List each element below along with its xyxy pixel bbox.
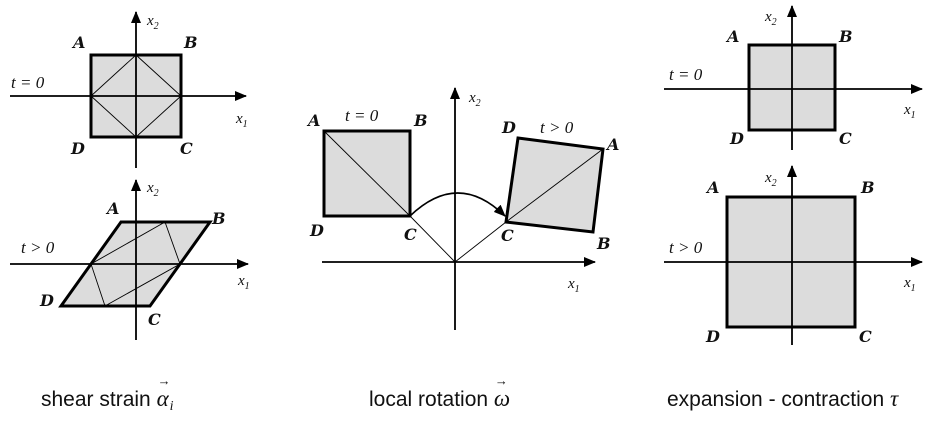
shear-top-x2-label: x2	[146, 13, 159, 32]
rotation-arc-arrow	[409, 192, 506, 217]
shear-top-label-a: A	[71, 33, 85, 52]
shear-top-panel: A B C D t = 0 x1 x2	[10, 11, 248, 168]
shear-bottom-label-c: C	[148, 310, 161, 329]
expansion-top-label-c: C	[839, 129, 852, 148]
rotation-caption-text: local rotation	[369, 388, 489, 411]
expansion-bottom-label-a: A	[705, 178, 719, 197]
shear-bottom-x2-label: x2	[146, 180, 159, 199]
rotation-left-time-label: t = 0	[345, 106, 379, 125]
shear-bottom-label-b: B	[211, 209, 226, 228]
shear-symbol-subscript: i	[169, 399, 174, 414]
shear-bottom-panel: A B C D t > 0 x1 x2	[10, 179, 250, 340]
shear-bottom-x1-label: x1	[237, 273, 250, 292]
shear-top-x1-label: x1	[235, 111, 248, 130]
rotation-radius-left	[409, 215, 456, 263]
expansion-bottom-x2-label: x2	[764, 170, 777, 189]
rotation-left-diagonal	[323, 130, 411, 217]
shear-bottom-time-label: t > 0	[21, 238, 55, 257]
expansion-bottom-label-b: B	[860, 178, 875, 197]
expansion-symbol: τ	[889, 386, 899, 411]
shear-symbol: α	[157, 373, 171, 412]
rotation-symbol: ω	[494, 373, 510, 412]
rotation-right-label-a: A	[605, 135, 619, 154]
expansion-top-panel: A B C D t = 0 x1 x2	[664, 5, 923, 150]
rotation-x1-label: x1	[567, 276, 580, 295]
rotation-panel: A B C D t = 0 A B C D t > 0 x1 x2	[306, 87, 619, 330]
shear-caption-text: shear strain	[41, 388, 151, 411]
rotation-caption: local rotation ω	[369, 373, 510, 412]
rotation-left-label-c: C	[404, 225, 417, 244]
rotation-right-label-d: D	[501, 118, 516, 137]
shear-caption: shear strain αi	[41, 373, 174, 415]
expansion-top-x2-label: x2	[764, 9, 777, 28]
shear-top-label-b: B	[183, 33, 198, 52]
expansion-bottom-time-label: t > 0	[669, 238, 703, 257]
rotation-right-label-b: B	[596, 234, 611, 253]
rotation-radius-right	[454, 221, 507, 263]
expansion-bottom-x1-label: x1	[903, 275, 916, 294]
expansion-top-x1-label: x1	[903, 102, 916, 121]
shear-top-label-c: C	[180, 139, 193, 158]
rotation-left-label-b: B	[413, 111, 428, 130]
rotation-right-diagonal	[505, 148, 604, 223]
rotation-right-time-label: t > 0	[540, 118, 574, 137]
shear-top-time-label: t = 0	[11, 73, 45, 92]
shear-bottom-label-a: A	[105, 199, 119, 218]
shear-bottom-label-d: D	[39, 291, 54, 310]
rotation-left-label-d: D	[309, 221, 324, 240]
expansion-top-label-d: D	[729, 129, 744, 148]
expansion-bottom-label-d: D	[705, 327, 720, 346]
rotation-x2-label: x2	[468, 90, 481, 109]
shear-top-label-d: D	[70, 139, 85, 158]
expansion-bottom-panel: A B C D t > 0 x1 x2	[664, 165, 923, 346]
expansion-top-time-label: t = 0	[669, 65, 703, 84]
shear-bottom-inner-shape	[90, 221, 181, 307]
expansion-caption-text: expansion - contraction	[667, 388, 885, 411]
rotation-right-label-c: C	[501, 226, 514, 245]
expansion-bottom-label-c: C	[859, 327, 872, 346]
rotation-left-label-a: A	[306, 111, 320, 130]
expansion-top-label-b: B	[838, 27, 853, 46]
expansion-caption: expansion - contraction τ	[667, 386, 898, 412]
expansion-top-label-a: A	[725, 27, 739, 46]
